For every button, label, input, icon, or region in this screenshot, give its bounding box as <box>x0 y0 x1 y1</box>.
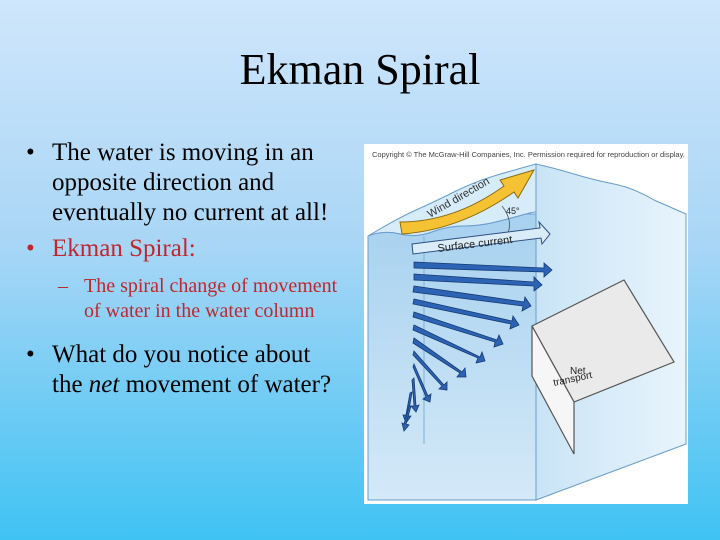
bullet-item: • Ekman Spiral: <box>26 234 346 264</box>
depth-arrow-12 <box>401 405 412 432</box>
net-transport-label-1: Net <box>570 366 586 377</box>
sub-bullet-text: The spiral change of movement of water i… <box>84 275 338 322</box>
bullet-item: • What do you notice about the net movem… <box>26 340 346 400</box>
sub-bullet-item: – The spiral change of movement of water… <box>26 274 346 324</box>
water-front-face <box>367 213 537 501</box>
italic-net: net <box>88 371 120 398</box>
bullet-item: • The water is moving in an opposite dir… <box>26 138 346 228</box>
depth-arrow-7 <box>412 337 467 378</box>
depth-arrow-6 <box>412 324 486 364</box>
bullet-dot-icon: • <box>26 341 35 368</box>
depth-arrow-8 <box>412 350 448 391</box>
ekman-diagram: Net transport Wind direction 45° Surface… <box>367 163 687 501</box>
depth-arrow-2 <box>413 273 543 292</box>
spiral-current-arrows <box>401 261 553 432</box>
bullet-dot-icon: • <box>26 139 35 166</box>
ekman-spiral-figure: Copyright © The McGraw-Hill Companies, I… <box>364 144 688 504</box>
bullet-list: • The water is moving in an opposite dir… <box>26 138 346 400</box>
depth-arrow-3 <box>412 285 532 312</box>
surface-current-arrow <box>411 220 551 255</box>
angle-label: 45° <box>506 206 520 216</box>
net-transport-box-front <box>531 325 575 455</box>
wind-direction-arrow <box>399 169 536 235</box>
bullet-dot-icon: • <box>26 235 35 262</box>
bullet-text: Ekman Spiral: <box>52 235 196 262</box>
depth-arrow-9 <box>412 362 432 403</box>
depth-arrow-4 <box>412 298 520 330</box>
depth-arrow-10 <box>410 377 420 413</box>
bullet-text: The water is moving in an opposite direc… <box>52 139 329 226</box>
depth-arrow-5 <box>412 311 504 348</box>
dash-icon: – <box>58 275 68 297</box>
copyright-notice: Copyright © The McGraw-Hill Companies, I… <box>372 150 685 159</box>
depth-arrow-1 <box>413 261 553 278</box>
bullet-text: What do you notice about the net movemen… <box>52 341 332 398</box>
slide-title: Ekman Spiral <box>239 45 481 94</box>
